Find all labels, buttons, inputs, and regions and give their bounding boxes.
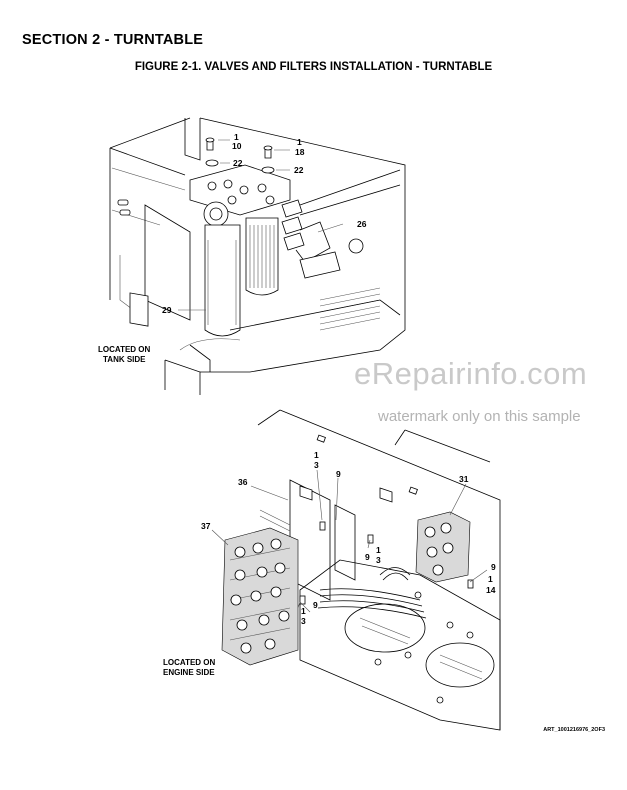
callout-9-d: 9: [313, 600, 318, 610]
callout-1-bottom-b: 1: [376, 545, 381, 555]
callout-9-c: 9: [491, 562, 496, 572]
callout-3-b: 3: [376, 555, 381, 565]
callout-31: 31: [459, 474, 469, 484]
callout-9-a: 9: [336, 469, 341, 479]
callout-14: 14: [486, 585, 496, 595]
art-id: ART_1001216976_2OF3: [543, 727, 605, 733]
callout-1-top-b: 1: [297, 137, 302, 147]
callout-9-b: 9: [365, 552, 370, 562]
callout-26: 26: [357, 219, 367, 229]
figure-title: FIGURE 2-1. VALVES AND FILTERS INSTALLAT…: [134, 61, 493, 73]
callout-10: 10: [232, 141, 242, 151]
callout-29: 29: [162, 305, 172, 315]
callout-1-bottom-a: 1: [314, 450, 319, 460]
callout-3-a: 3: [314, 460, 319, 470]
callout-1-bottom-c: 1: [488, 574, 493, 584]
watermark-main: eRepairinfo.com: [354, 356, 588, 391]
location-engine-line2: ENGINE SIDE: [163, 668, 215, 677]
callout-22-a: 22: [233, 158, 243, 168]
callout-1-top-a: 1: [234, 132, 239, 142]
bottom-view-drawing: [211, 409, 501, 731]
section-title: SECTION 2 - TURNTABLE: [22, 32, 204, 48]
location-tank-line2: TANK SIDE: [103, 355, 146, 364]
callout-1-bottom-d: 1: [301, 606, 306, 616]
callout-22-b: 22: [294, 165, 304, 175]
top-view-drawing: [109, 117, 406, 395]
location-engine-line1: LOCATED ON: [163, 658, 216, 667]
callout-36: 36: [238, 477, 248, 487]
callout-37: 37: [201, 521, 211, 531]
callout-18: 18: [295, 147, 305, 157]
callout-3-c: 3: [301, 616, 306, 626]
watermark-sub: watermark only on this sample: [378, 408, 581, 425]
location-tank-line1: LOCATED ON: [98, 345, 151, 354]
